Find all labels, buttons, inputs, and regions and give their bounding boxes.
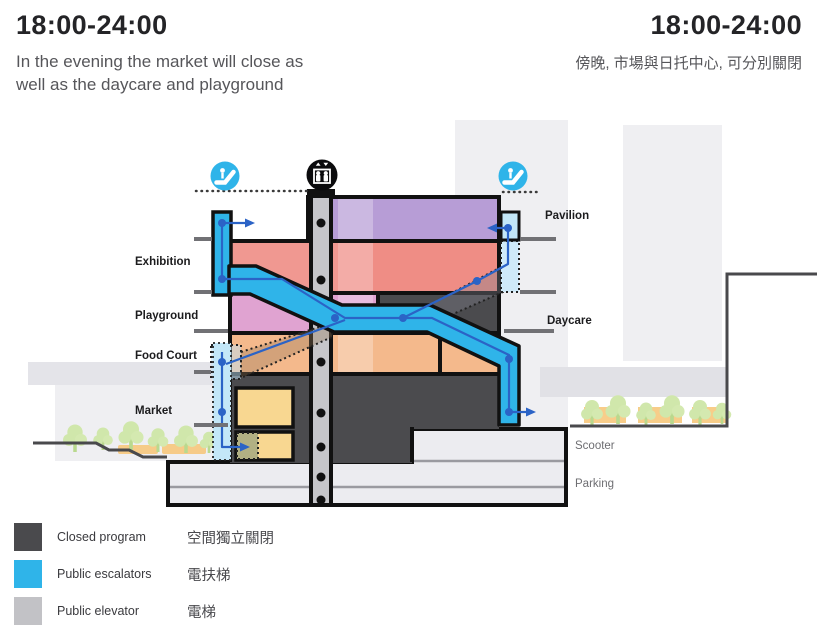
legend-label-zh: 電梯	[187, 604, 216, 621]
legend-label-zh: 電扶梯	[187, 567, 231, 584]
market-stall	[234, 386, 295, 429]
floor-leader-bars	[194, 237, 556, 427]
terrain-lines	[33, 272, 817, 459]
elevator-icon	[306, 159, 338, 191]
right-subtitle-zh: 傍晚, 市場與日托中心, 可分別關閉	[575, 55, 802, 72]
label-market: Market	[135, 405, 173, 417]
legend-row-public-escalators: Public escalators 電扶梯	[14, 560, 274, 588]
pavilion-floor	[308, 197, 499, 241]
left-time-range: 18:00-24:00	[16, 10, 168, 40]
circulation-arrows	[240, 218, 536, 452]
label-food-court: Food Court	[135, 350, 197, 362]
datum-dotted-lines	[194, 189, 540, 194]
market-floor-closed	[230, 373, 499, 463]
label-exhibition: Exhibition	[135, 256, 191, 268]
left-subtitle-line1: In the evening the market will close as	[16, 52, 304, 71]
left-subtitle: In the evening the market will close as …	[16, 50, 303, 96]
elevator-stop-dots	[316, 218, 326, 505]
legend-swatch-escalators	[14, 560, 42, 588]
label-pavilion: Pavilion	[545, 210, 590, 222]
escalator-icon	[498, 161, 528, 191]
circulation-nodes	[218, 219, 513, 416]
escalator-band	[227, 264, 521, 427]
legend-label-en: Closed program	[57, 530, 146, 544]
legend-label-en: Public elevator	[57, 604, 139, 618]
legend-label-en: Public escalators	[57, 567, 152, 581]
legend: Closed program 空間獨立關閉 Public escalators …	[14, 523, 274, 634]
elevator-shaft	[307, 189, 335, 507]
legend-swatch-elevator	[14, 597, 42, 625]
building-floors	[228, 195, 501, 463]
legend-label-zh: 空間獨立關閉	[187, 530, 274, 547]
label-daycare: Daycare	[547, 315, 592, 327]
escalator-icon	[210, 161, 240, 191]
left-subtitle-line2: well as the daycare and playground	[16, 75, 284, 94]
label-scooter: Scooter	[575, 440, 615, 452]
label-parking: Parking	[575, 478, 614, 490]
label-playground: Playground	[135, 310, 199, 322]
legend-row-public-elevator: Public elevator 電梯	[14, 597, 274, 625]
legend-swatch-closed	[14, 523, 42, 551]
right-time-range: 18:00-24:00	[650, 10, 802, 40]
legend-row-closed-program: Closed program 空間獨立關閉	[14, 523, 274, 551]
